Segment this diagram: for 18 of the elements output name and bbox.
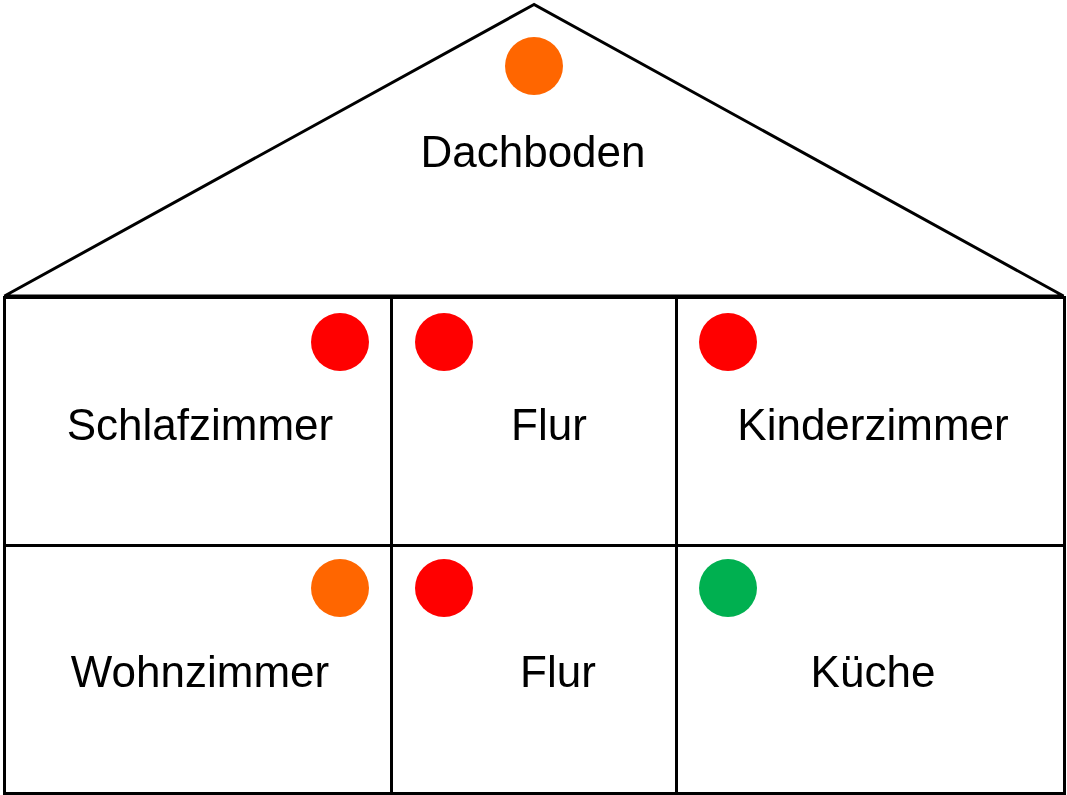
status-dot bbox=[699, 313, 757, 371]
status-dot bbox=[311, 313, 369, 371]
status-dot bbox=[415, 559, 473, 617]
status-dot bbox=[311, 559, 369, 617]
status-dot bbox=[415, 313, 473, 371]
room-box bbox=[675, 296, 1066, 547]
room-box bbox=[675, 544, 1066, 795]
room-name: Flur bbox=[511, 400, 587, 450]
room-name: Kinderzimmer bbox=[737, 400, 1009, 450]
status-dot bbox=[699, 559, 757, 617]
room-box bbox=[3, 296, 393, 547]
room-name: Schlafzimmer bbox=[66, 400, 334, 450]
room-box bbox=[3, 544, 393, 795]
room-name: Flur bbox=[520, 647, 596, 697]
room-name: Küche bbox=[810, 647, 936, 697]
room-name: Dachboden bbox=[420, 127, 646, 177]
roof-triangle bbox=[3, 3, 1065, 297]
room-name: Wohnzimmer bbox=[70, 647, 330, 697]
